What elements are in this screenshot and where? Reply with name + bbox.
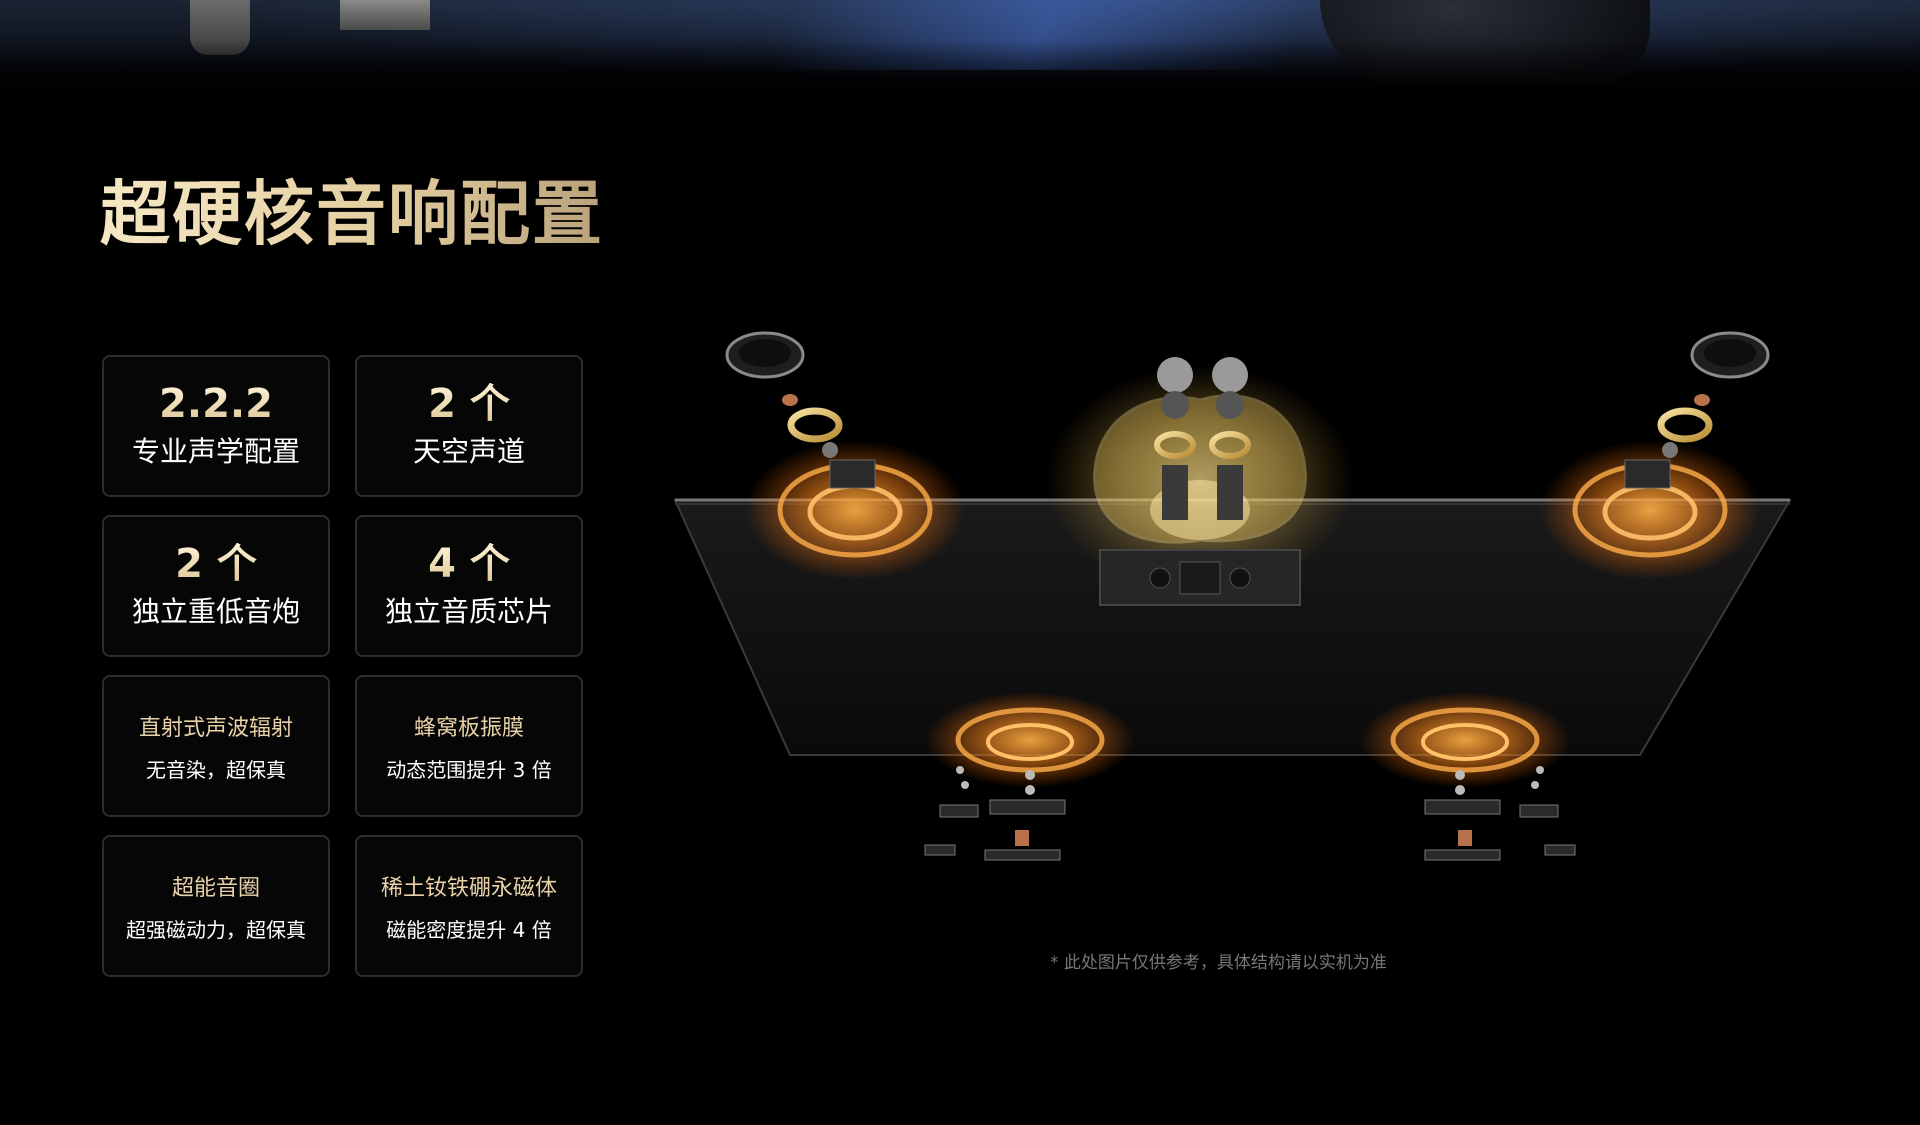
feature-value: 2.2.2 [159, 381, 273, 427]
left-speaker-waves [745, 440, 965, 580]
feature-label: 独立重低音炮 [131, 595, 300, 628]
feature-card-config: 2.2.2 专业声学配置 [102, 355, 330, 497]
feature-card-direct-radiation: 直射式声波辐射 无音染，超保真 [102, 675, 330, 817]
feature-value: 2 个 [428, 381, 510, 427]
feature-headline: 蜂窝板振膜 [413, 715, 524, 741]
feature-grid: 2.2.2 专业声学配置 2 个 天空声道 2 个 独立重低音炮 4 个 独立音… [102, 355, 583, 977]
feature-value: 2 个 [175, 541, 257, 587]
feature-headline: 超能音圈 [171, 875, 260, 901]
room-photo-banner [0, 0, 1920, 95]
sky-channel-drivers [1154, 357, 1251, 520]
right-top-speaker-parts [1624, 331, 1770, 489]
bottom-right-speaker-parts [1424, 766, 1576, 861]
tv-speaker-illustration [673, 331, 1792, 861]
feature-detail: 超强磁动力，超保真 [126, 917, 306, 942]
feature-label: 天空声道 [412, 435, 525, 468]
feature-detail: 无音染，超保真 [146, 757, 286, 782]
feature-label: 专业声学配置 [131, 435, 300, 468]
feature-card-honeycomb-diaphragm: 蜂窝板振膜 动态范围提升 3 倍 [355, 675, 583, 817]
feature-card-voice-coil: 超能音圈 超强磁动力，超保真 [102, 835, 330, 977]
page-title: 超硬核音响配置 [100, 173, 604, 255]
left-top-speaker-parts [725, 331, 876, 489]
feature-headline: 稀土钕铁硼永磁体 [380, 875, 557, 901]
feature-card-audio-chips: 4 个 独立音质芯片 [355, 515, 583, 657]
feature-label: 独立音质芯片 [384, 595, 553, 628]
bottom-left-speaker-parts [924, 766, 1066, 861]
feature-detail: 磁能密度提升 4 倍 [386, 917, 552, 942]
bottom-right-speaker-waves [1360, 692, 1570, 788]
feature-headline: 直射式声波辐射 [138, 715, 293, 741]
disclaimer-footnote: * 此处图片仅供参考，具体结构请以实机为准 [1050, 953, 1387, 973]
feature-card-subwoofers: 2 个 独立重低音炮 [102, 515, 330, 657]
feature-card-sky-channels: 2 个 天空声道 [355, 355, 583, 497]
books-decor [340, 0, 430, 30]
subwoofer-box [1099, 549, 1301, 606]
feature-card-magnet: 稀土钕铁硼永磁体 磁能密度提升 4 倍 [355, 835, 583, 977]
feature-detail: 动态范围提升 3 倍 [386, 757, 552, 782]
feature-value: 4 个 [428, 541, 510, 587]
banner-fade [0, 40, 1920, 95]
